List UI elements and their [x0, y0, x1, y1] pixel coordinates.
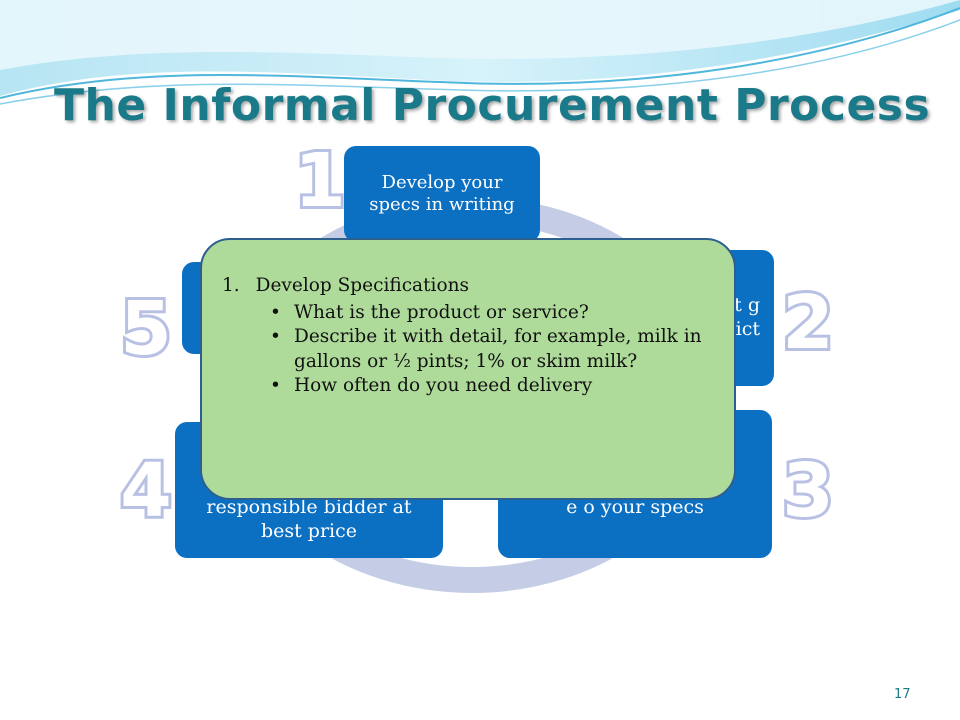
callout-bullet: How often do you need delivery [270, 374, 704, 399]
callout-heading: Develop Specifications [255, 275, 469, 296]
slide-title: The Informal Procurement Process [54, 80, 931, 131]
svg-text:2: 2 [782, 282, 834, 362]
step-number-4: 4 [117, 450, 175, 530]
step-box-1-text: Develop your specs in writing [369, 171, 515, 216]
callout-popup: 1. Develop Specifications What is the pr… [200, 238, 736, 500]
svg-text:4: 4 [120, 450, 172, 530]
callout-bullet-list: What is the product or service? Describe… [222, 301, 704, 399]
step-number-1: 1 [291, 140, 349, 220]
step-box-4-text: responsible bidder at best price [206, 496, 412, 542]
step-number-3: 3 [779, 450, 837, 530]
callout-bullet: What is the product or service? [270, 301, 704, 326]
callout-heading-number: 1. [222, 275, 240, 296]
step-number-5: 5 [117, 288, 175, 368]
page-number: 17 [894, 687, 911, 702]
svg-text:5: 5 [120, 288, 172, 368]
callout-bullet: Describe it with detail, for example, mi… [270, 325, 704, 374]
callout-heading-row: 1. Develop Specifications [222, 274, 704, 299]
svg-text:3: 3 [782, 450, 834, 530]
step-box-3-text: e o your specs [566, 496, 704, 519]
svg-text:1: 1 [294, 140, 346, 220]
header-wave-decoration [0, 0, 960, 105]
step-box-1: Develop your specs in writing [344, 146, 540, 242]
step-number-2: 2 [779, 282, 837, 362]
